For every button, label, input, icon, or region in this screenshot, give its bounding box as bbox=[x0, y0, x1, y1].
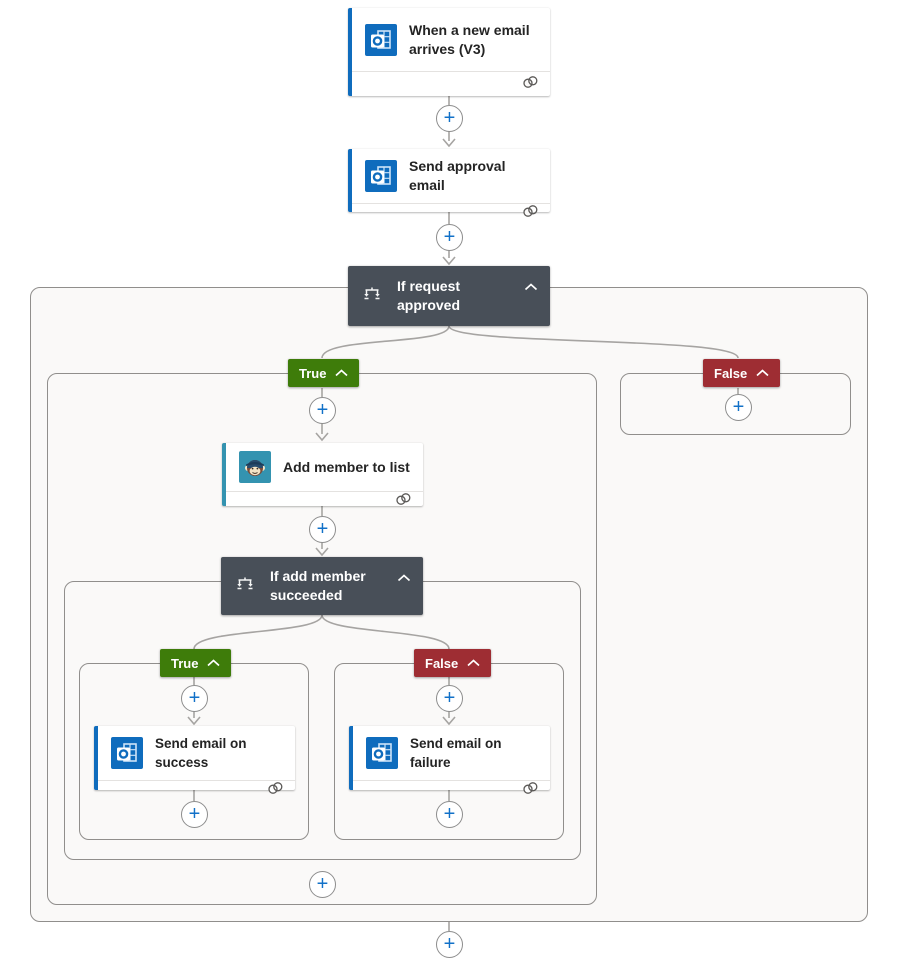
connection-link-icon bbox=[521, 204, 540, 223]
action-card-send-email-on-success[interactable]: Send email on success bbox=[94, 726, 295, 794]
outlook-icon bbox=[111, 737, 143, 769]
add-action-button-inner-false[interactable]: + bbox=[436, 801, 463, 828]
action-title: Send email on success bbox=[155, 736, 247, 770]
outlook-icon bbox=[365, 160, 397, 192]
connection-link-icon bbox=[521, 75, 540, 94]
add-action-button-true-branch[interactable]: + bbox=[309, 871, 336, 898]
badge-label: False bbox=[425, 655, 459, 671]
badge-label: False bbox=[714, 365, 748, 381]
plus-icon: + bbox=[188, 802, 201, 825]
branch-badge-true[interactable]: True bbox=[288, 359, 360, 387]
connection-link-icon bbox=[394, 492, 413, 511]
chevron-up-icon bbox=[756, 369, 769, 377]
insert-step-button[interactable]: + bbox=[309, 516, 336, 543]
plus-icon: + bbox=[316, 517, 329, 540]
badge-label: True bbox=[171, 655, 199, 671]
inner-branch-badge-false[interactable]: False bbox=[414, 649, 492, 677]
trigger-title: When a new email arrives (V3) bbox=[409, 21, 530, 57]
chevron-up-icon bbox=[335, 369, 349, 377]
condition-title: If request approved bbox=[397, 278, 461, 313]
outlook-icon bbox=[366, 737, 398, 769]
add-action-button-bottom[interactable]: + bbox=[436, 931, 463, 958]
inner-branch-badge-true[interactable]: True bbox=[160, 649, 232, 677]
insert-step-button[interactable]: + bbox=[181, 685, 208, 712]
condition-icon bbox=[362, 284, 382, 309]
condition-icon bbox=[235, 574, 255, 599]
action-title: Send approval email bbox=[409, 158, 506, 193]
plus-icon: + bbox=[732, 395, 745, 418]
chevron-up-icon bbox=[207, 659, 221, 667]
action-title: Send email on failure bbox=[410, 736, 502, 770]
insert-step-button[interactable]: + bbox=[436, 685, 463, 712]
branch-badge-false[interactable]: False bbox=[703, 359, 781, 387]
connection-link-icon bbox=[266, 781, 285, 800]
add-action-button-false-branch[interactable]: + bbox=[725, 394, 752, 421]
plus-icon: + bbox=[316, 872, 329, 895]
add-action-button-inner-true[interactable]: + bbox=[181, 801, 208, 828]
collapse-chevron-up-icon[interactable] bbox=[524, 278, 538, 296]
insert-step-button[interactable]: + bbox=[436, 105, 463, 132]
condition-card-if-request-approved[interactable]: If request approved bbox=[348, 266, 550, 326]
connection-link-icon bbox=[521, 781, 540, 800]
insert-step-button[interactable]: + bbox=[436, 224, 463, 251]
insert-step-button[interactable]: + bbox=[309, 397, 336, 424]
plus-icon: + bbox=[443, 106, 456, 129]
plus-icon: + bbox=[443, 802, 456, 825]
action-card-send-email-on-failure[interactable]: Send email on failure bbox=[349, 726, 550, 794]
mailchimp-icon bbox=[239, 451, 271, 483]
plus-icon: + bbox=[316, 398, 329, 421]
action-card-send-approval-email[interactable]: Send approval email bbox=[348, 149, 550, 217]
action-card-add-member-to-list[interactable]: Add member to list bbox=[222, 443, 423, 506]
plus-icon: + bbox=[443, 686, 456, 709]
plus-icon: + bbox=[443, 225, 456, 248]
trigger-card-when-new-email-arrives[interactable]: When a new email arrives (V3) bbox=[348, 8, 550, 96]
badge-label: True bbox=[299, 365, 327, 381]
outlook-icon bbox=[365, 23, 397, 56]
action-title: Add member to list bbox=[283, 458, 410, 475]
chevron-up-icon bbox=[467, 659, 480, 667]
plus-icon: + bbox=[443, 932, 456, 955]
condition-title: If add member succeeded bbox=[270, 568, 366, 603]
collapse-chevron-up-icon[interactable] bbox=[397, 569, 411, 587]
condition-card-if-add-member-succeeded[interactable]: If add member succeeded bbox=[221, 557, 423, 615]
plus-icon: + bbox=[188, 686, 201, 709]
